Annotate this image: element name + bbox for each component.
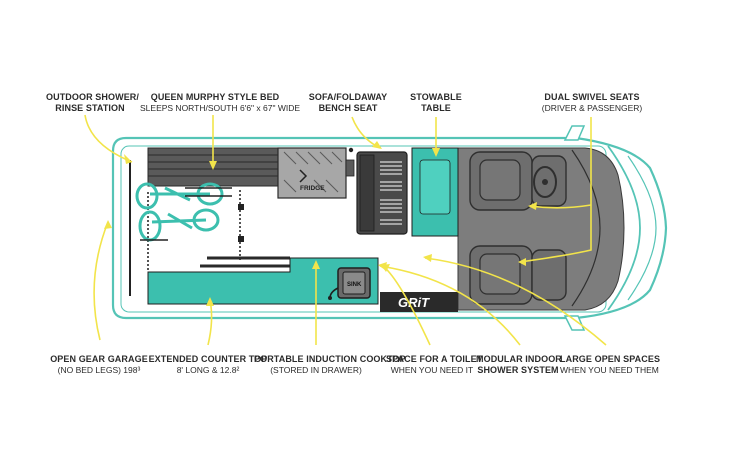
label-open-spaces-line2: WHEN YOU NEED THEM: [560, 365, 659, 375]
label-open-spaces: LARGE OPEN SPACES WHEN YOU NEED THEM: [560, 354, 661, 376]
label-outdoor-shower-line1: OUTDOOR SHOWER/: [46, 92, 139, 102]
label-cooktop-line1: PORTABLE INDUCTION COOKTOP: [254, 354, 406, 364]
label-murphy-bed-line2: SLEEPS NORTH/SOUTH 6'6" x 67" WIDE: [140, 103, 301, 113]
label-toilet-line1: SPACE FOR A TOILET: [386, 354, 483, 364]
leader-gear-garage: [93, 221, 109, 341]
label-table: STOWABLE TABLE: [400, 92, 472, 114]
label-cooktop-line2: (STORED IN DRAWER): [270, 365, 362, 375]
label-swivel-seats: DUAL SWIVEL SEATS (DRIVER & PASSENGER): [540, 92, 644, 114]
label-gear-garage-line2: (NO BED LEGS) 198³: [57, 365, 141, 375]
label-counter-line2: 8' LONG & 12.8²: [176, 365, 240, 375]
leader-outdoor-shower: [84, 114, 133, 163]
label-shower-line1: MODULAR INDOOR: [476, 354, 562, 364]
label-table-line1: STOWABLE: [410, 92, 462, 102]
driver-seat: [469, 151, 567, 211]
label-murphy-bed-line1: QUEEN MURPHY STYLE BED: [150, 92, 280, 102]
label-shower-line2: SHOWER SYSTEM: [477, 365, 559, 375]
fridge-label: FRIDGE: [300, 185, 325, 192]
brand-logo-block: GRiT: [380, 292, 458, 312]
label-sofa: SOFA/FOLDAWAY BENCH SEAT: [300, 92, 396, 114]
label-counter-line1: EXTENDED COUNTER TOP: [148, 354, 268, 364]
label-sofa-line2: BENCH SEAT: [318, 103, 378, 113]
label-toilet: SPACE FOR A TOILET WHEN YOU NEED IT: [386, 354, 483, 376]
label-table-line2: TABLE: [421, 103, 451, 113]
fridge: FRIDGE: [277, 147, 347, 199]
label-shower: MODULAR INDOOR SHOWER SYSTEM: [476, 354, 562, 376]
label-swivel-seats-line2: (DRIVER & PASSENGER): [541, 103, 643, 113]
leader-swivel-seats: [519, 117, 592, 263]
label-toilet-line2: WHEN YOU NEED IT: [390, 365, 474, 375]
sofa-bench: [356, 151, 408, 235]
label-open-spaces-line1: LARGE OPEN SPACES: [560, 354, 661, 364]
label-gear-garage-line1: OPEN GEAR GARAGE: [50, 354, 148, 364]
label-outdoor-shower-line2: RINSE STATION: [55, 103, 125, 113]
brand-logo: GRiT: [398, 295, 430, 310]
label-swivel-seats-line1: DUAL SWIVEL SEATS: [544, 92, 640, 102]
leader-arrowheads: [104, 141, 537, 306]
hood-line: [627, 155, 657, 301]
sink-label: SINK: [347, 282, 362, 288]
stowable-table: [411, 147, 459, 237]
gear-garage: [129, 160, 244, 296]
mirror-top: [563, 125, 586, 141]
outlet-dot: [348, 147, 354, 153]
dashboard: [571, 149, 601, 307]
steering-wheel: [533, 166, 557, 198]
label-sofa-line1: SOFA/FOLDAWAY: [308, 92, 388, 102]
sink: SINK: [328, 267, 371, 300]
mirror-bottom: [563, 315, 586, 331]
windshield: [607, 145, 641, 311]
passenger-seat: [469, 245, 567, 305]
label-outdoor-shower: OUTDOOR SHOWER/ RINSE STATION: [46, 92, 139, 114]
leader-shower: [379, 265, 521, 346]
fridge-vent: [345, 159, 355, 177]
label-cooktop: PORTABLE INDUCTION COOKTOP (STORED IN DR…: [254, 354, 406, 376]
label-gear-garage: OPEN GEAR GARAGE (NO BED LEGS) 198³: [50, 354, 148, 376]
label-murphy-bed: QUEEN MURPHY STYLE BED SLEEPS NORTH/SOUT…: [140, 92, 301, 114]
counter-slats: [200, 256, 290, 268]
leader-open-spaces: [424, 257, 607, 346]
extended-counter: [147, 257, 379, 305]
label-counter: EXTENDED COUNTER TOP 8' LONG & 12.8²: [148, 354, 268, 376]
